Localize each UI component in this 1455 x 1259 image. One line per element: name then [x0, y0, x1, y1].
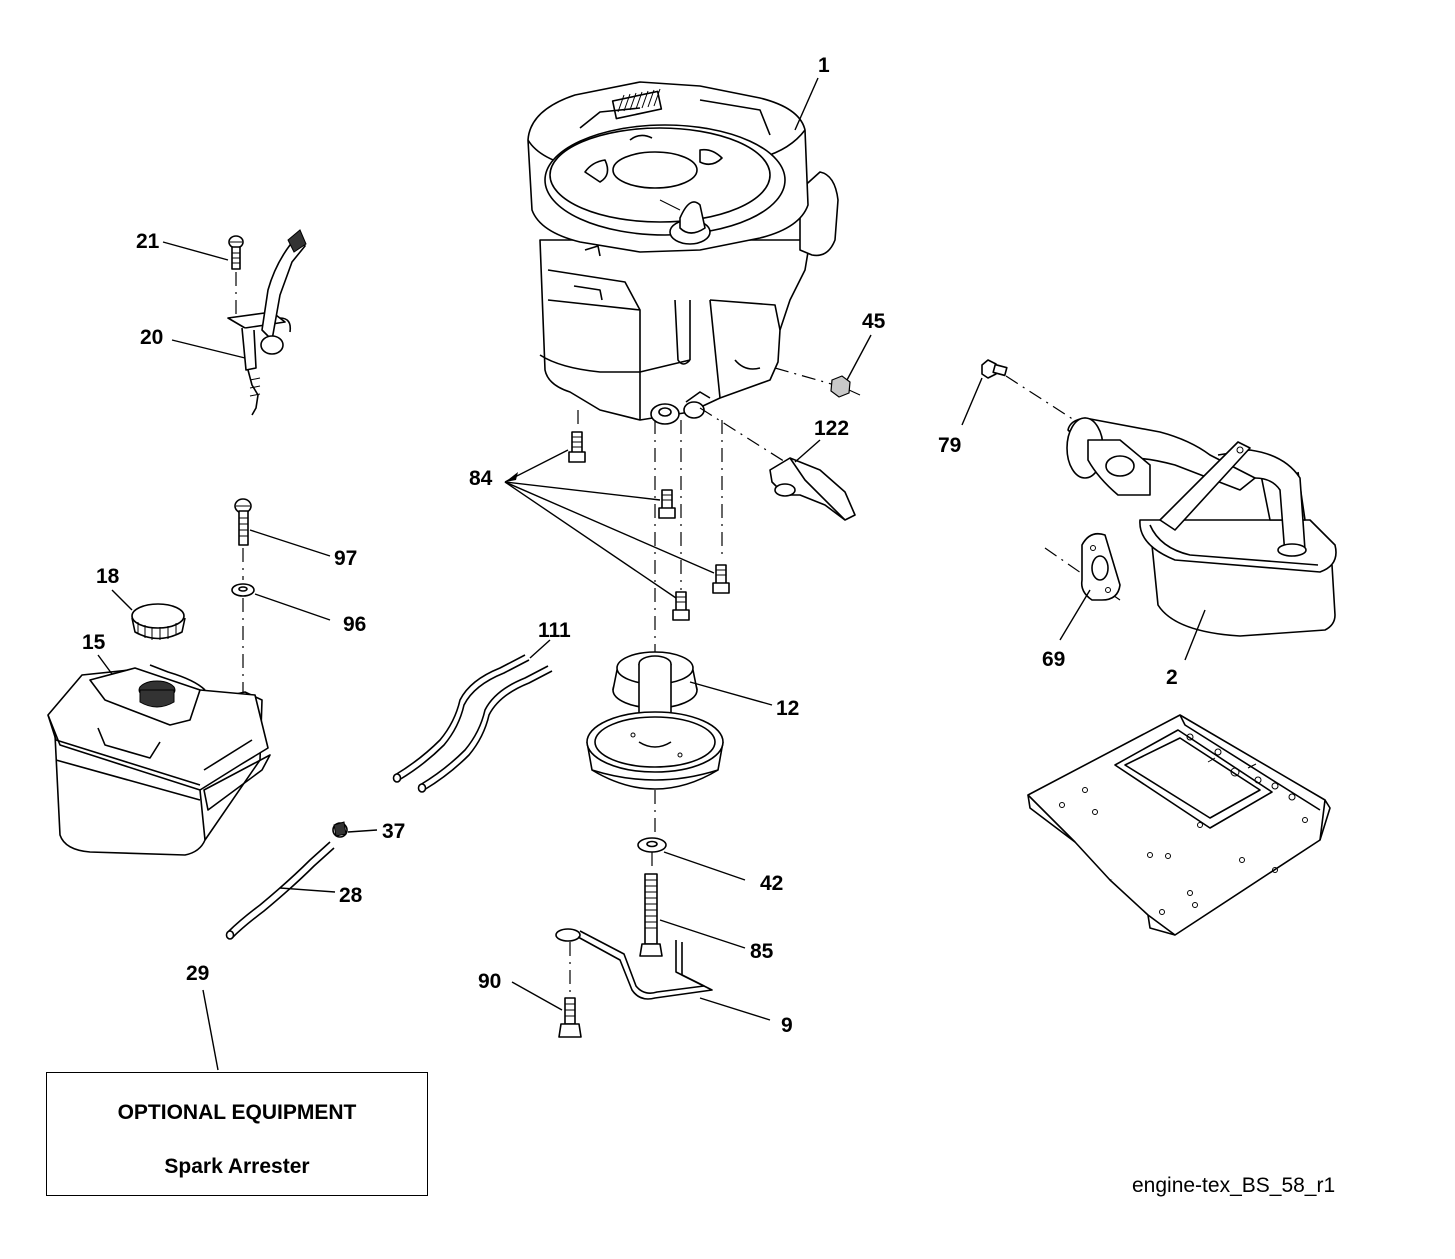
label-part-79: 79 — [938, 434, 961, 457]
arrow-84a — [505, 472, 518, 482]
bracket-9 — [555, 928, 713, 1000]
leader-69 — [1059, 589, 1091, 641]
label-part-1: 1 — [818, 54, 830, 77]
label-part-84: 84 — [469, 467, 493, 490]
leader-79 — [961, 377, 983, 426]
label-part-9: 9 — [781, 1014, 793, 1037]
drawing-id: engine-tex_BS_58_r1 — [1132, 1174, 1336, 1197]
optional-equipment-title: OPTIONAL EQUIPMENT — [117, 1101, 357, 1124]
label-part-15: 15 — [82, 631, 106, 654]
engine-assembly — [527, 81, 839, 421]
label-part-2: 2 — [1166, 666, 1178, 689]
bolt-90 — [558, 997, 582, 1038]
screw-79 — [981, 359, 1008, 379]
leader-18 — [111, 589, 133, 611]
leader-2 — [1184, 609, 1206, 661]
air-grille — [611, 88, 663, 120]
label-part-69: 69 — [1042, 648, 1065, 671]
leader-90 — [511, 981, 563, 1011]
label-part-90: 90 — [478, 970, 501, 993]
clamp-37 — [332, 821, 348, 838]
engine-mount-plate — [1027, 714, 1331, 936]
label-part-28: 28 — [339, 884, 363, 907]
muffler-2 — [1066, 417, 1337, 637]
leader-12 — [689, 681, 773, 706]
label-part-29: 29 — [186, 962, 209, 985]
leader-28 — [279, 887, 336, 893]
leader-96 — [254, 593, 331, 621]
centre-line-nut — [774, 367, 836, 386]
fuel-line-28 — [225, 841, 335, 940]
crankshaft-boss — [650, 391, 711, 425]
leader-lines — [97, 77, 1206, 1071]
centre-line-shield — [699, 407, 791, 466]
optional-equipment-item: Spark Arrester — [164, 1155, 310, 1178]
throttle-control-20 — [227, 229, 307, 416]
leader-45 — [846, 334, 872, 381]
leader-20 — [171, 339, 246, 359]
leader-84b — [504, 481, 661, 501]
leader-85 — [659, 919, 746, 949]
leader-42 — [663, 851, 746, 881]
engine-pulley-12 — [586, 651, 724, 790]
label-part-12: 12 — [776, 697, 799, 720]
label-part-20: 20 — [140, 326, 163, 349]
dipstick-cap — [659, 199, 711, 245]
centre-line-screw-79 — [1005, 375, 1106, 441]
fuel-tank-15 — [47, 664, 271, 856]
leader-21 — [162, 241, 229, 261]
washer-96 — [231, 583, 255, 597]
leader-1 — [794, 77, 819, 131]
optional-equipment-box: OPTIONAL EQUIPMENT Spark Arrester — [46, 1072, 428, 1196]
label-part-42: 42 — [760, 872, 783, 895]
label-part-111: 111 — [538, 619, 571, 642]
leader-37 — [347, 829, 378, 833]
leader-111 — [529, 639, 551, 659]
leader-84c — [504, 481, 715, 574]
engine-bolts-84 — [568, 431, 730, 621]
hoses-111 — [392, 654, 553, 793]
label-part-18: 18 — [96, 565, 120, 588]
leader-9 — [699, 997, 771, 1021]
label-part-37: 37 — [382, 820, 405, 843]
label-part-96: 96 — [343, 613, 366, 636]
label-part-45: 45 — [862, 310, 886, 333]
bolt-97 — [234, 498, 252, 546]
label-part-122: 122 — [814, 417, 849, 440]
leader-15 — [97, 654, 113, 675]
nut-45 — [830, 375, 861, 398]
leader-29 — [202, 989, 219, 1071]
leader-122 — [794, 439, 821, 463]
bolt-85 — [639, 873, 663, 957]
label-part-85: 85 — [750, 940, 774, 963]
heat-shield-122 — [769, 457, 856, 521]
leader-97 — [249, 529, 331, 557]
label-part-97: 97 — [334, 547, 357, 570]
part-labels: 1 2 9 12 15 18 20 21 28 29 37 42 45 69 7… — [82, 54, 1178, 1037]
fuel-cap-18 — [131, 603, 186, 640]
leader-84d — [504, 481, 677, 599]
gasket-69 — [1080, 532, 1121, 601]
label-part-21: 21 — [136, 230, 160, 253]
washer-42 — [637, 837, 667, 853]
screw-21 — [228, 235, 244, 270]
